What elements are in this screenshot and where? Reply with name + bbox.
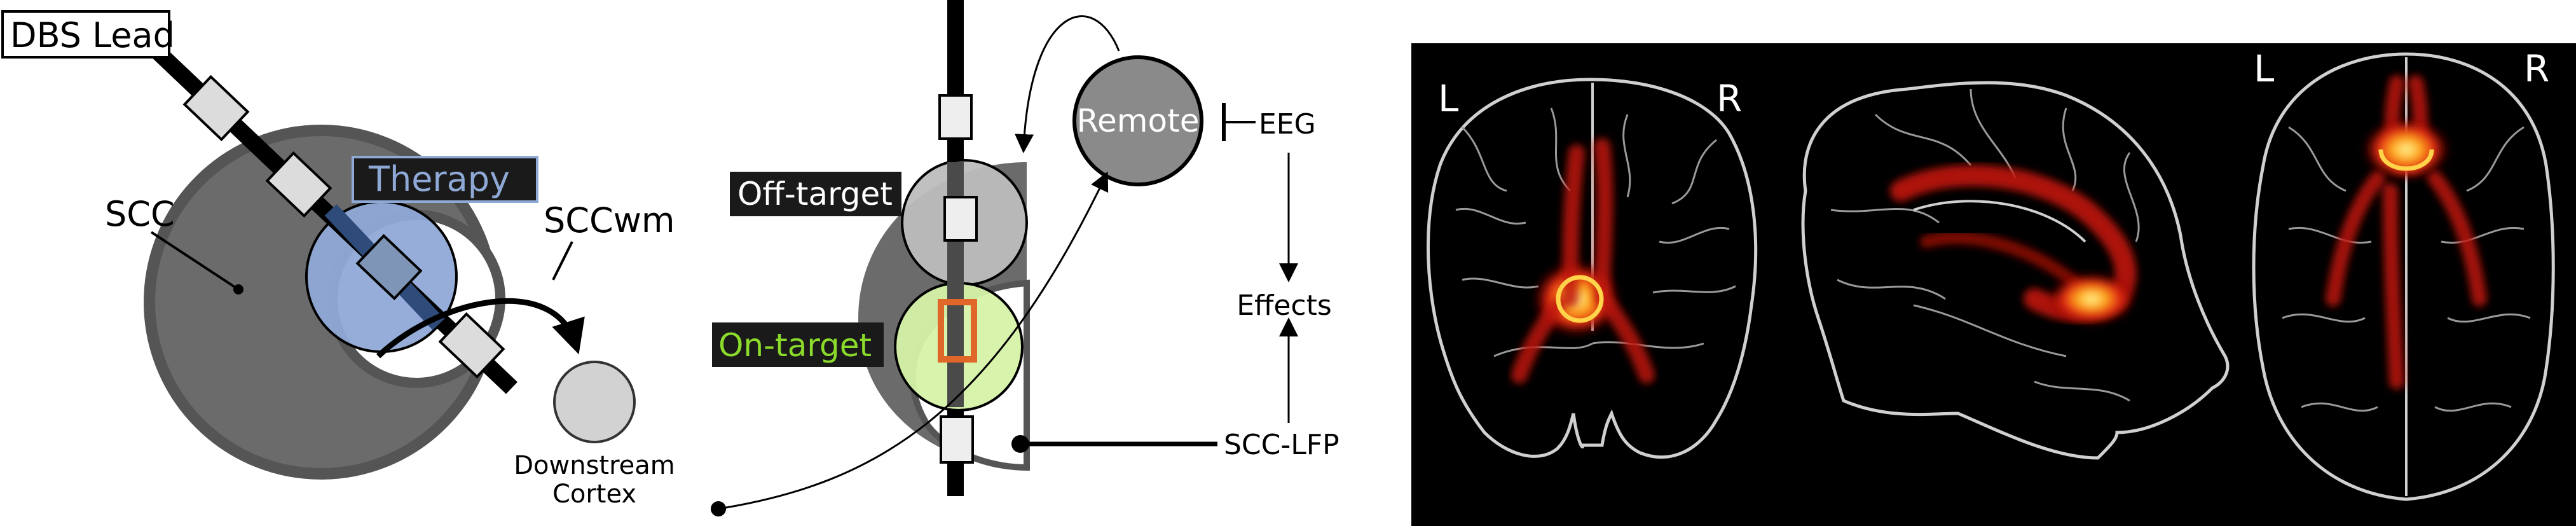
sagittal-callosum-line	[1913, 200, 2086, 243]
axial-brain-view: L R	[2252, 47, 2555, 501]
axial-ring	[2378, 149, 2434, 171]
sccwm-label: SCCwm	[544, 200, 675, 240]
coronal-sulci	[1455, 107, 1736, 357]
scc-pointer	[150, 231, 240, 291]
lead-contact	[943, 196, 978, 242]
panel-a: DBS Lead Therapy SCC SCCwm Downstream Co…	[1, 10, 675, 509]
coronal-right-label: R	[1716, 77, 1742, 120]
remote-to-offtarget-arrow	[1015, 15, 1120, 153]
downstream-label-line1: Downstream	[514, 451, 675, 480]
coronal-ring	[1556, 275, 1604, 323]
remote-node	[1072, 55, 1203, 186]
panel-c: L R L R	[1411, 43, 2576, 526]
lead-contact	[265, 151, 332, 218]
sagittal-outline	[1801, 81, 2230, 460]
axial-sulci	[2282, 126, 2531, 412]
off-target-label-box	[730, 172, 901, 216]
sagittal-sulci	[1830, 88, 2140, 402]
lead-contacts	[182, 74, 505, 379]
coronal-outline	[1427, 78, 1758, 459]
coronal-left-label: L	[1438, 77, 1458, 120]
dbs-lead-label: DBS Lead	[10, 15, 175, 55]
sagittal-tract-lower	[1920, 231, 2085, 293]
panel-b: Remote EEG Effects SCC-LFP Off-target On…	[711, 0, 1339, 516]
on-target-label: On-target	[718, 327, 872, 364]
sagittal-brain-view	[1801, 81, 2230, 460]
scc-pointer-dot	[233, 284, 243, 294]
on-target-label-box	[712, 322, 884, 367]
lead-contact	[182, 74, 250, 142]
scc-lfp-label: SCC-LFP	[1224, 429, 1339, 461]
coronal-brain-view: L R	[1427, 77, 1758, 459]
sccwm-pointer	[552, 241, 573, 280]
axial-right-label: R	[2524, 47, 2549, 90]
downstream-label-line2: Cortex	[552, 480, 636, 509]
scc-label: SCC	[105, 194, 175, 234]
axial-left-label: L	[2254, 47, 2274, 90]
off-target-label: Off-target	[737, 176, 893, 212]
effects-label: Effects	[1237, 289, 1332, 322]
dbs-lead-label-box	[1, 10, 170, 59]
axial-hotspot	[2362, 118, 2451, 181]
remote-label: Remote	[1077, 102, 1200, 139]
axial-outline	[2252, 52, 2555, 501]
sccwm-arrow	[376, 298, 585, 359]
on-target-to-remote-curve	[718, 171, 1109, 510]
lead-contact	[355, 233, 423, 301]
lead-contact	[938, 94, 973, 140]
eeg-label: EEG	[1259, 108, 1316, 141]
lead-contact	[940, 415, 974, 464]
on-target-contact	[938, 299, 977, 363]
sagittal-hotspot	[2047, 272, 2136, 326]
therapy-label: Therapy	[368, 159, 510, 199]
source-dot	[711, 501, 726, 516]
therapy-label-box	[352, 156, 538, 203]
lead-contact	[438, 312, 505, 379]
coronal-tract-stream	[1511, 138, 1655, 384]
downstream-cortex-node	[553, 361, 636, 443]
